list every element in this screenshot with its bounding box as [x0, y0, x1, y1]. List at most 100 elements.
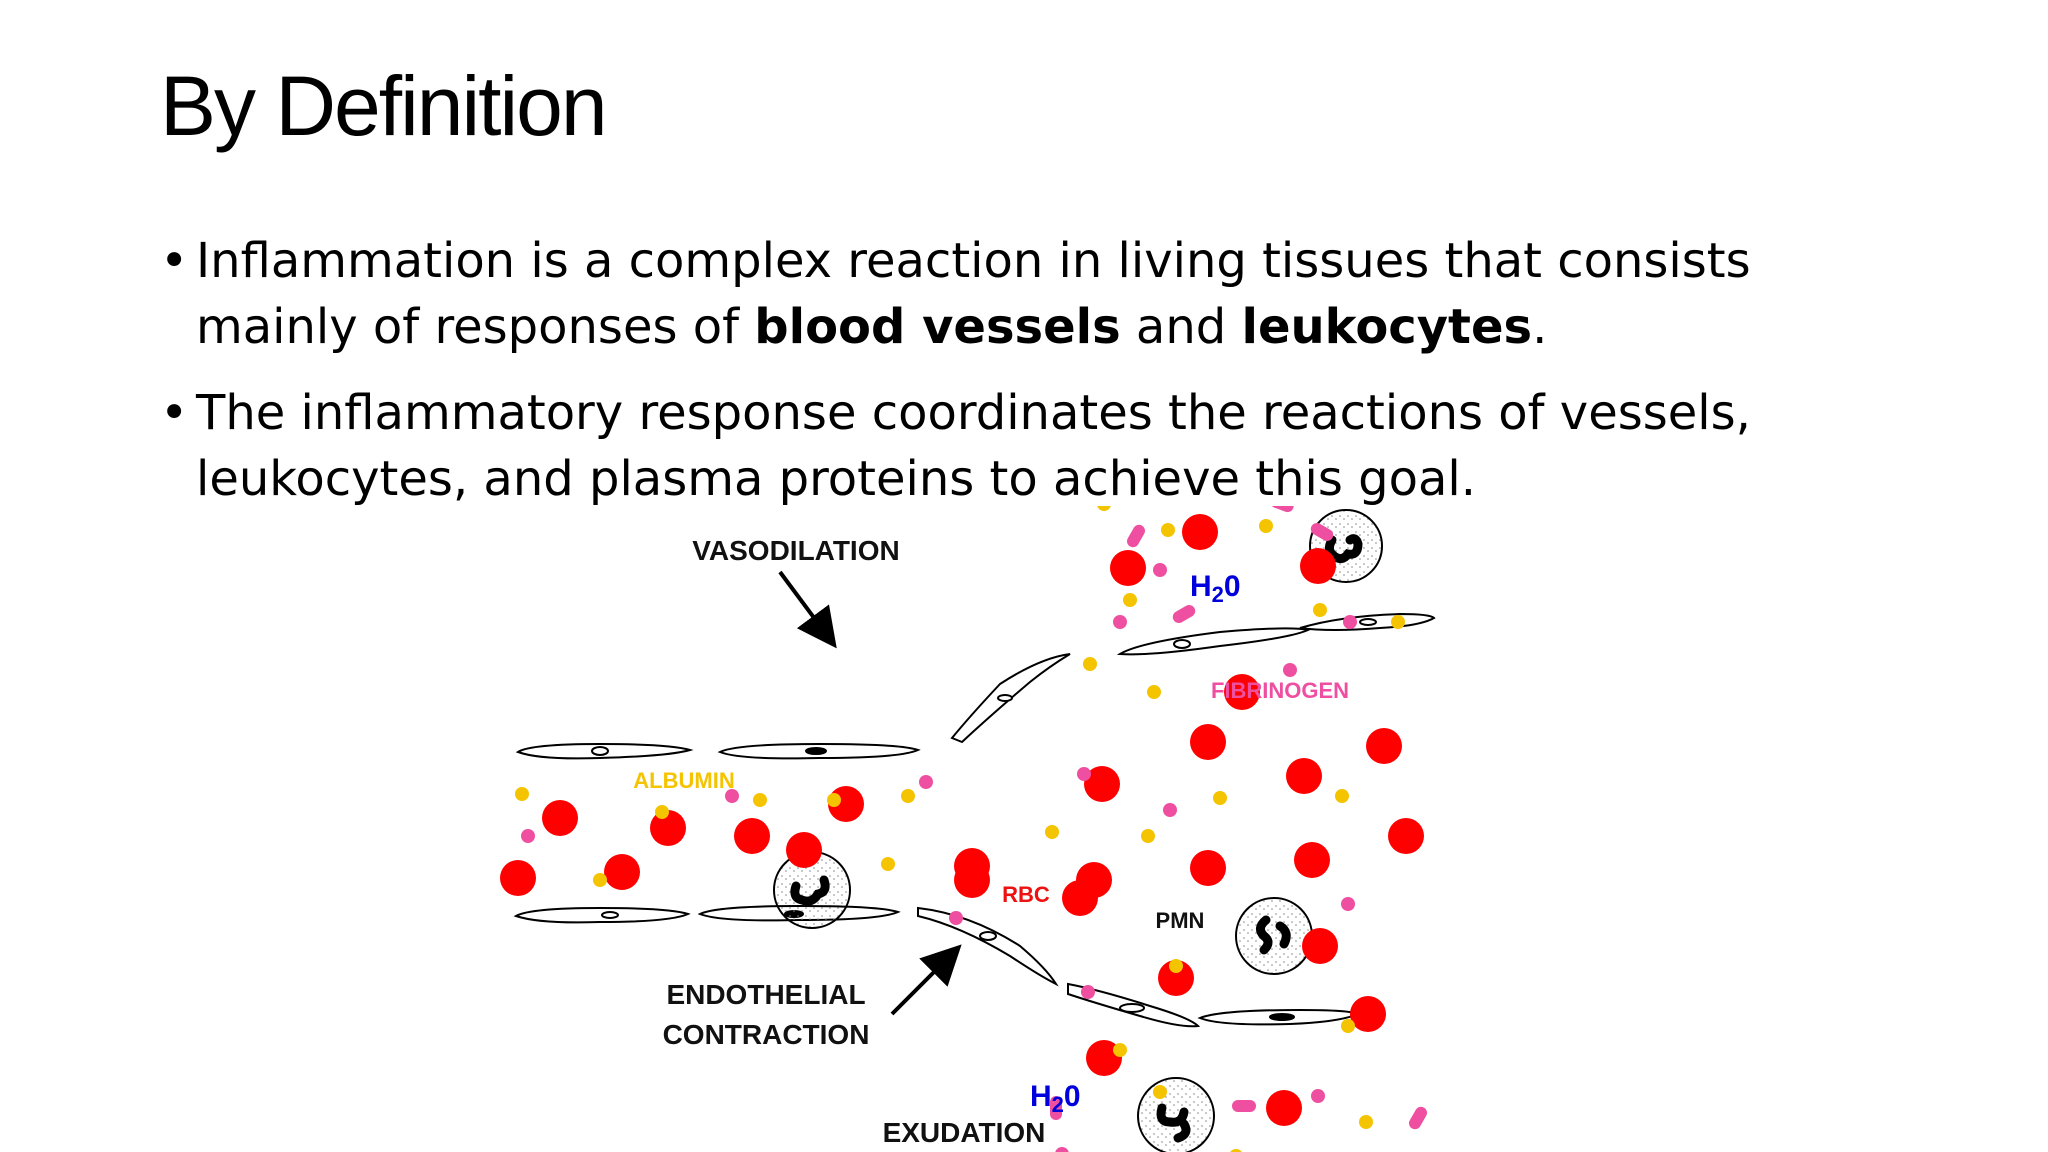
label-exudation: EXUDATION	[883, 1117, 1046, 1148]
endothelial-cell	[917, 906, 1059, 987]
bullet-marker: •	[160, 385, 189, 441]
cell-nucleus	[805, 747, 827, 755]
fibrinogen-rod	[1310, 523, 1334, 541]
red-blood-cell	[1286, 758, 1322, 794]
label-fibrinogen: FIBRINOGEN	[1211, 678, 1349, 703]
albumin-particles	[515, 506, 1405, 1152]
fibrinogen-dot	[1077, 767, 1091, 781]
label-rbc: RBC	[1002, 882, 1050, 907]
red-blood-cell	[1182, 514, 1218, 550]
albumin-dot	[1045, 825, 1059, 839]
arrows	[778, 570, 962, 1016]
red-blood-cell	[1086, 1040, 1122, 1076]
fibrinogen-dot	[725, 789, 739, 803]
endothelial-cell	[1116, 627, 1312, 656]
red-blood-cell	[1366, 728, 1402, 764]
endothelial-cells	[513, 612, 1436, 1028]
cell-nucleus	[1173, 639, 1191, 649]
albumin-dot	[1113, 1043, 1127, 1057]
label-albumin: ALBUMIN	[633, 768, 734, 793]
diagram-canvas: VASODILATION ALBUMIN FIBRINOGEN RBC PMN …	[500, 506, 1436, 1152]
inflammation-diagram: VASODILATION ALBUMIN FIBRINOGEN RBC PMN …	[500, 506, 1460, 1152]
fibrinogen-dot	[1343, 615, 1357, 629]
fibrinogen-dot	[919, 775, 933, 789]
albumin-dot	[1391, 615, 1405, 629]
bullet-marker: •	[160, 233, 189, 289]
albumin-dot	[1313, 603, 1327, 617]
fibrinogen-particles	[521, 506, 1427, 1152]
pmn-cell	[773, 851, 851, 929]
red-blood-cell	[1084, 766, 1120, 802]
fibrinogen-dot	[521, 829, 535, 843]
red-blood-cell	[542, 800, 578, 836]
pmn-cell	[1137, 1077, 1215, 1152]
fibrinogen-dot	[1311, 1089, 1325, 1103]
cell-nucleus	[1119, 1003, 1145, 1013]
slide-title: By Definition	[160, 59, 608, 153]
label-water-top: H20	[1190, 570, 1241, 607]
fibrinogen-dot	[1283, 663, 1297, 677]
albumin-dot	[753, 793, 767, 807]
bullet-1-text-c: .	[1532, 299, 1548, 355]
fibrinogen-rod	[1409, 1106, 1427, 1130]
cell-nucleus	[1269, 1013, 1295, 1021]
endothelial-arrow	[890, 944, 962, 1016]
albumin-dot	[515, 787, 529, 801]
albumin-dot	[827, 793, 841, 807]
albumin-dot	[1230, 1149, 1242, 1152]
fibrinogen-rod	[1050, 1096, 1062, 1120]
red-blood-cell	[650, 810, 686, 846]
fibrinogen-dot	[1055, 1147, 1069, 1152]
fibrinogen-rod	[1127, 524, 1145, 548]
red-blood-cell	[1190, 724, 1226, 760]
albumin-dot	[1097, 506, 1111, 511]
bullet-2: • The inflammatory response coordinates …	[160, 380, 1860, 512]
label-pmn: PMN	[1156, 908, 1205, 933]
red-blood-cell	[786, 832, 822, 868]
red-blood-cell	[1350, 996, 1386, 1032]
fibrinogen-rod	[1270, 506, 1294, 513]
cell-nucleus	[591, 746, 609, 756]
label-vasodilation: VASODILATION	[692, 535, 899, 566]
cell-nucleus	[1359, 618, 1377, 626]
diagram-labels: VASODILATION ALBUMIN FIBRINOGEN RBC PMN …	[633, 535, 1349, 1148]
albumin-dot	[1161, 523, 1175, 537]
bullet-1: • Inflammation is a complex reaction in …	[160, 228, 1860, 360]
label-endothelial: ENDOTHELIAL	[666, 979, 865, 1010]
albumin-dot	[1141, 829, 1155, 843]
fibrinogen-dot	[1081, 985, 1095, 999]
cell-nucleus	[997, 694, 1013, 702]
fibrinogen-rod	[1232, 1100, 1256, 1112]
albumin-dot	[1341, 1019, 1355, 1033]
red-blood-cell	[1110, 550, 1146, 586]
albumin-dot	[1123, 593, 1137, 607]
cell-nucleus	[601, 911, 619, 919]
leukocytes	[773, 509, 1383, 1152]
albumin-dot	[1335, 789, 1349, 803]
albumin-dot	[593, 873, 607, 887]
red-blood-cell	[1300, 548, 1336, 584]
red-blood-cell	[1388, 818, 1424, 854]
red-blood-cell	[1302, 928, 1338, 964]
bullet-2-text: The inflammatory response coordinates th…	[196, 385, 1751, 507]
albumin-dot	[1213, 791, 1227, 805]
albumin-dot	[1153, 1085, 1167, 1099]
fibrinogen-dot	[1113, 615, 1127, 629]
fibrinogen-dot	[1163, 803, 1177, 817]
cell-nucleus	[979, 931, 997, 941]
bullet-1-bold-blood-vessels: blood vessels	[754, 299, 1121, 355]
albumin-dot	[1359, 1115, 1373, 1129]
albumin-dot	[901, 789, 915, 803]
albumin-dot	[881, 857, 895, 871]
albumin-dot	[1169, 959, 1183, 973]
red-blood-cell	[1294, 842, 1330, 878]
albumin-dot	[1259, 519, 1273, 533]
albumin-dot	[655, 805, 669, 819]
albumin-dot	[1147, 685, 1161, 699]
red-blood-cell	[734, 818, 770, 854]
red-blood-cell	[1224, 674, 1260, 710]
albumin-dot	[1083, 657, 1097, 671]
red-blood-cell	[1190, 850, 1226, 886]
bullet-1-text-b: and	[1120, 299, 1242, 355]
